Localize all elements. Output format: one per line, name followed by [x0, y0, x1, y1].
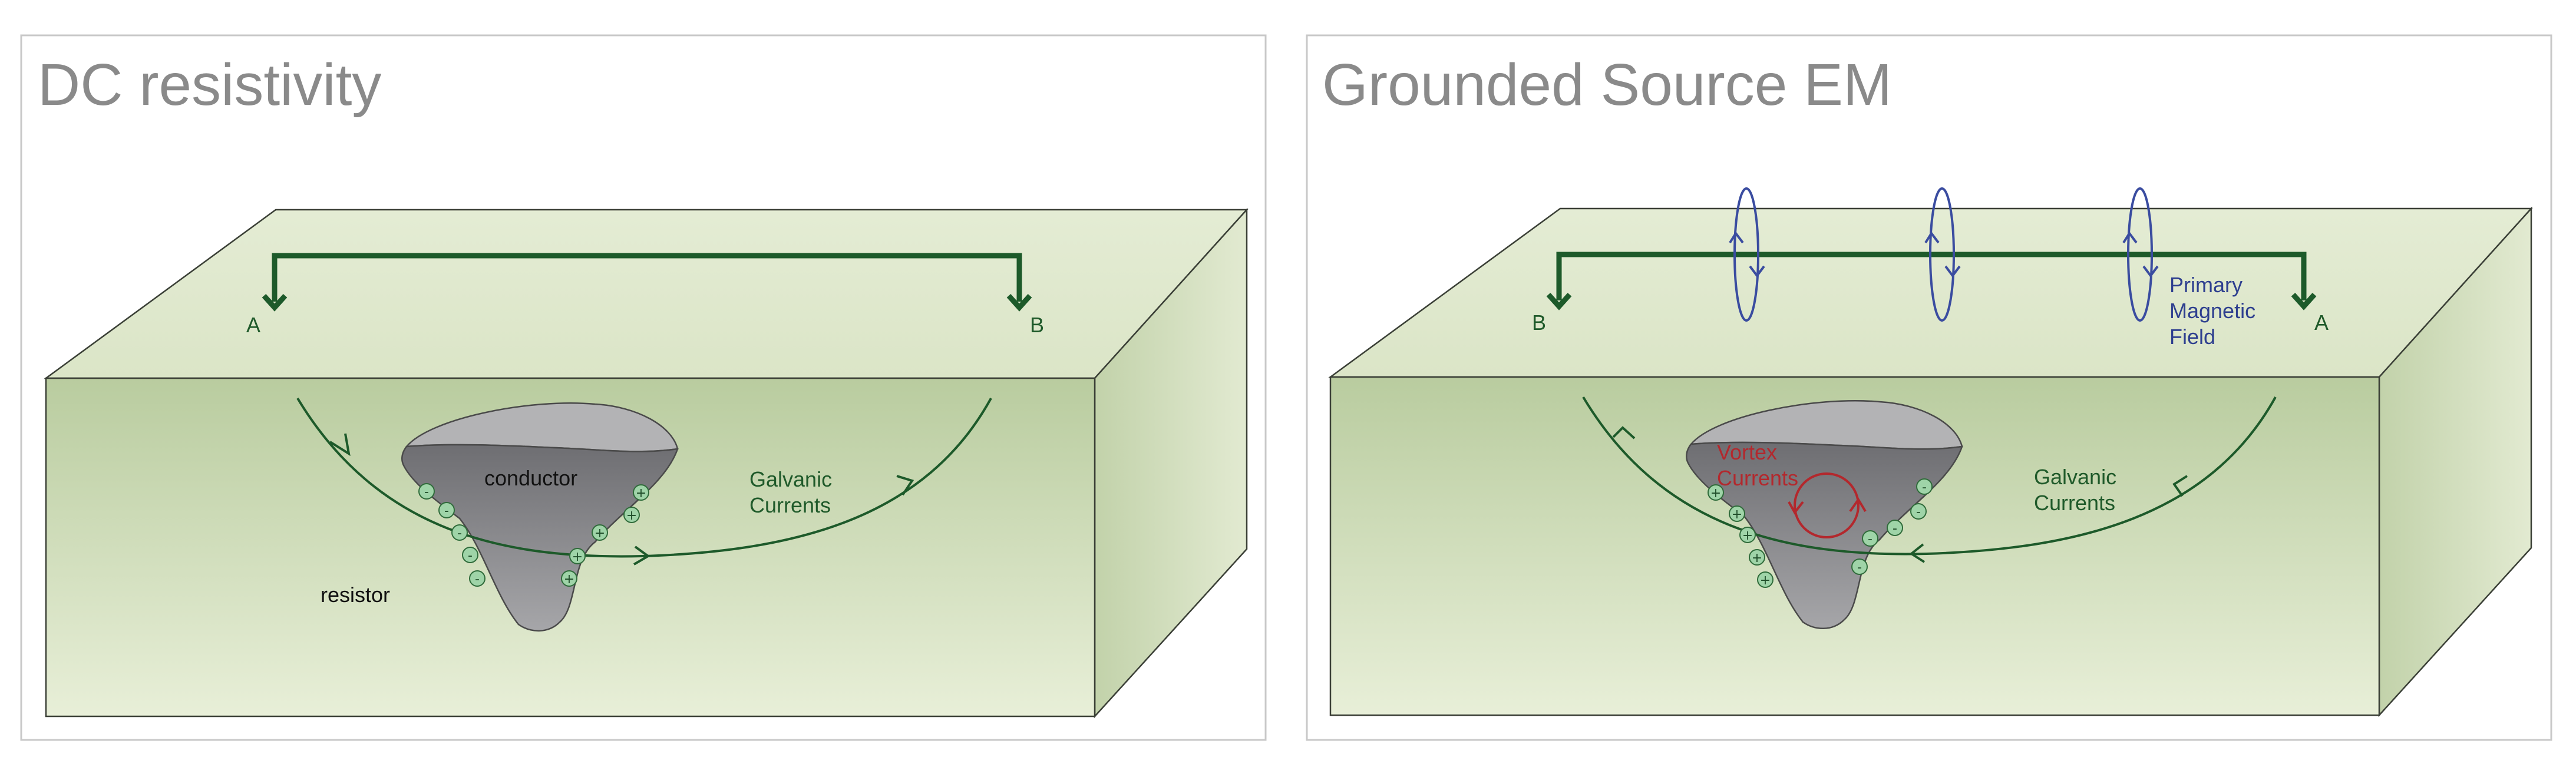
charge-negative: -	[418, 483, 435, 500]
magnetic-field-loop	[1924, 187, 1961, 322]
electrode-right-marker	[2291, 292, 2317, 310]
charge-negative: -	[1910, 503, 1927, 520]
current-arrowhead	[896, 475, 914, 496]
charge-positive: +	[633, 484, 649, 501]
conductor-body	[1686, 400, 1963, 629]
charge-positive: +	[592, 524, 608, 541]
current-arrowhead	[2172, 475, 2188, 497]
vortex-current-loop	[1788, 472, 1867, 538]
svg-text:+: +	[626, 508, 637, 523]
svg-text:+: +	[1760, 573, 1771, 588]
charge-positive: +	[1708, 484, 1724, 501]
electrode-label-right: B	[1030, 313, 1044, 337]
svg-text:-: -	[468, 548, 473, 563]
svg-text:-: -	[1857, 560, 1862, 575]
charge-positive: +	[1757, 571, 1774, 588]
panel-title: DC resistivity	[38, 52, 381, 118]
current-arrowhead	[1909, 543, 1926, 563]
svg-text:+: +	[595, 526, 605, 541]
galvanic-currents-label: Galvanic	[2034, 465, 2116, 489]
svg-text:-: -	[444, 504, 449, 518]
current-wire	[262, 253, 1032, 312]
svg-text:-: -	[1922, 480, 1927, 495]
primary-magnetic-field-label: Primary	[2169, 273, 2243, 297]
primary-magnetic-field-label: Magnetic	[2169, 299, 2255, 323]
svg-text:+: +	[564, 572, 574, 587]
charge-negative: -	[1887, 520, 1903, 536]
electrode-left-marker	[262, 293, 288, 312]
resistor-label: resistor	[321, 583, 390, 607]
galvanic-current-arc	[1582, 396, 2277, 556]
panel-grounded-source-em: Grounded Source EM B A Pr	[1306, 34, 2552, 741]
electrode-right-marker	[1006, 293, 1032, 312]
magnetic-field-loop	[1729, 187, 1765, 322]
svg-text:-: -	[1893, 521, 1897, 536]
svg-text:-: -	[424, 485, 429, 500]
charge-positive: +	[561, 570, 577, 587]
panel-dc-resistivity: DC resistivity A B - - - - - + + +	[20, 34, 1267, 741]
charge-negative: -	[1862, 530, 1878, 547]
svg-text:+: +	[1742, 528, 1753, 543]
vortex-currents-label: Currents	[1717, 466, 1798, 490]
galvanic-current-arc	[296, 397, 992, 558]
charge-positive: +	[569, 548, 586, 564]
charge-negative: -	[1916, 478, 1933, 495]
current-arrowhead	[1612, 426, 1636, 439]
charge-negative: -	[438, 502, 455, 518]
svg-text:+: +	[1752, 551, 1762, 566]
charge-negative: -	[451, 524, 468, 541]
svg-text:-: -	[475, 572, 480, 587]
vortex-currents-label: Vortex	[1717, 440, 1777, 464]
galvanic-currents-label: Galvanic	[749, 467, 832, 491]
svg-text:+: +	[1710, 486, 1721, 501]
charge-negative: -	[462, 547, 478, 563]
svg-text:-: -	[1868, 532, 1872, 547]
electrode-left-marker	[1546, 292, 1572, 310]
charge-positive: +	[1739, 527, 1756, 543]
electrode-label-left: B	[1532, 310, 1546, 335]
electrode-label-right: A	[2314, 310, 2329, 335]
galvanic-currents-label: Currents	[749, 493, 831, 517]
svg-text:+: +	[1732, 507, 1742, 522]
charge-positive: +	[623, 507, 640, 523]
svg-text:+: +	[572, 550, 583, 564]
charge-positive: +	[1749, 549, 1765, 566]
primary-magnetic-field-label: Field	[2169, 325, 2215, 349]
charge-negative: -	[1851, 558, 1868, 575]
svg-text:-: -	[457, 526, 462, 541]
conductor-label: conductor	[484, 466, 577, 490]
svg-text:+: +	[636, 486, 646, 501]
electrode-label-left: A	[246, 313, 260, 337]
wire-line	[272, 253, 1022, 302]
magnetic-field-loop	[2122, 187, 2159, 322]
charge-negative: -	[469, 570, 486, 587]
current-arrowhead	[329, 433, 351, 457]
galvanic-currents-label: Currents	[2034, 491, 2115, 515]
panel-title: Grounded Source EM	[1322, 52, 1892, 118]
current-arrowhead	[633, 546, 650, 566]
svg-text:-: -	[1916, 505, 1921, 520]
charge-positive: +	[1729, 505, 1745, 522]
